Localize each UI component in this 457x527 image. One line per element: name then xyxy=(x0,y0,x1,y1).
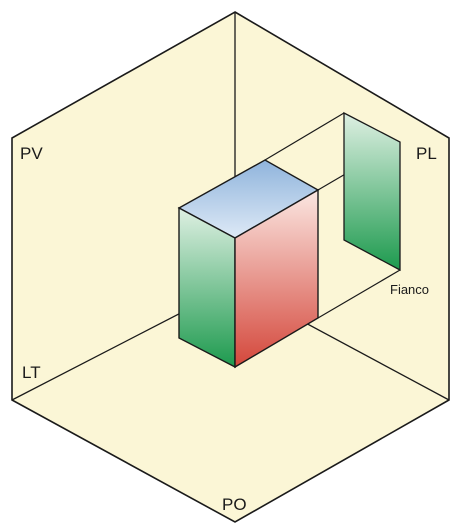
label-pv: PV xyxy=(20,144,43,163)
lateral-projection-face xyxy=(343,111,401,272)
box-front-face xyxy=(234,188,319,369)
solid-box xyxy=(177,159,320,369)
hexagon-outline xyxy=(11,11,450,523)
label-pl: PL xyxy=(416,144,437,163)
label-po: PO xyxy=(222,495,247,514)
reference-planes xyxy=(11,11,450,523)
label-lt: LT xyxy=(22,363,41,382)
label-fianco: Fianco xyxy=(390,282,429,297)
